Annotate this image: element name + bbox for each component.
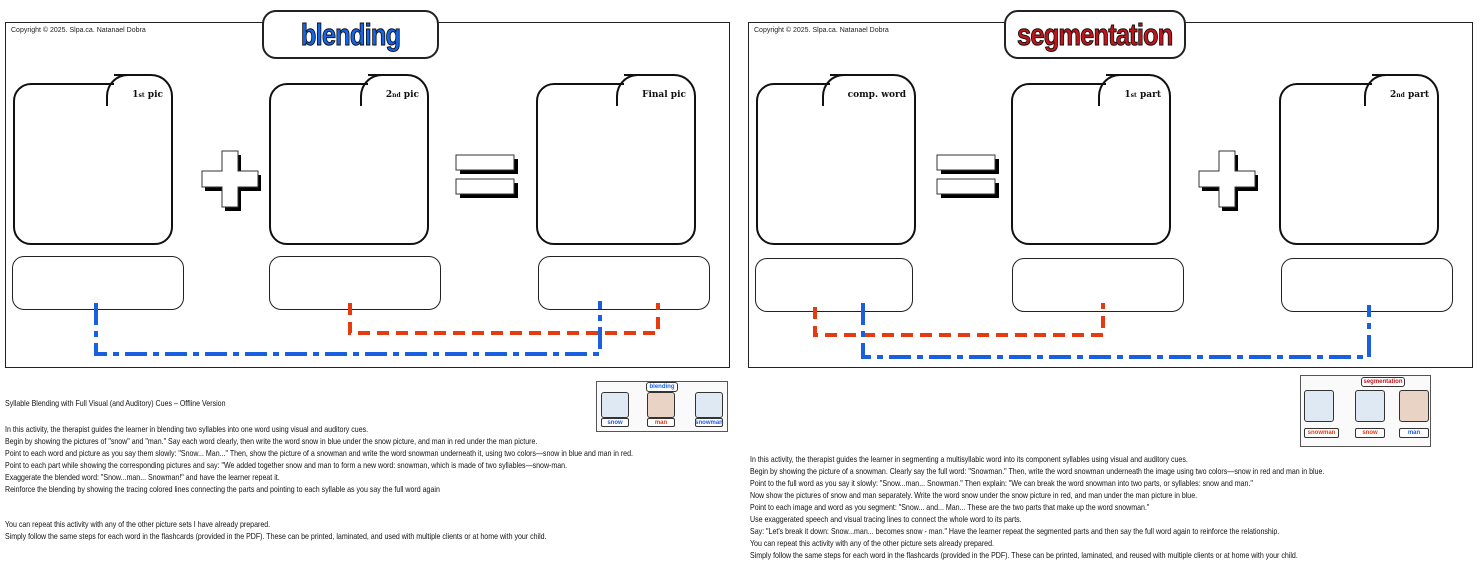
thumbnail-pic [1399,390,1429,422]
copyright-text: Copyright © 2025. Slpa.ca. Natanael Dobr… [754,27,889,34]
word-box-2[interactable] [269,256,441,310]
tracing-lines [94,301,660,356]
equals-icon [936,154,999,198]
blending-heading: Syllable Blending with Full Visual (and … [5,399,226,408]
thumbnail-pic [695,392,723,418]
red-tracing-line [813,303,1105,337]
thumbnail-label: snowman [695,418,723,427]
word-box-1[interactable] [12,256,184,310]
blue-tracing-line [861,303,1371,359]
plus-icon [1198,150,1258,211]
blending-worksheet: Copyright © 2025. Slpa.ca. Natanael Dobr… [5,22,730,368]
segmentation-title-box: segmentation [1004,10,1186,59]
thumbnail-label: snow [601,418,629,427]
picture-label-final: Final pic [616,74,696,114]
copyright-text: Copyright © 2025. Slpa.ca. Natanael Dobr… [11,27,146,34]
thumbnail-title: segmentation [1361,377,1405,387]
thumbnail-pic [601,392,629,418]
thumbnail-label: snow [1355,428,1385,438]
segmentation-thumbnail: segmentation snowman snow man [1300,375,1431,447]
page-title: segmentation [1017,16,1174,52]
page-title: blending [300,16,401,52]
word-box-part-1[interactable] [1012,258,1184,312]
equals-icon [455,154,518,198]
thumbnail-pic [1355,390,1385,422]
thumbnail-pic [647,392,675,418]
picture-label-compound: comp. word [821,74,916,114]
thumbnail-label: man [647,418,675,427]
plus-icon [201,150,261,211]
picture-frame-final: Final pic [536,74,696,245]
blending-title-box: blending [262,10,439,59]
blending-thumbnail: blending snow man snowman [596,381,728,432]
blue-tracing-line [94,301,602,356]
thumbnail-label: snowman [1304,428,1339,438]
thumbnail-pic [1304,390,1334,422]
picture-frame-compound: comp. word [756,74,916,245]
word-box-part-2[interactable] [1281,258,1453,312]
word-box-compound[interactable] [755,258,913,312]
tracing-lines [813,303,1371,359]
thumbnail-label: man [1399,428,1429,438]
thumbnail-title: blending [646,382,678,392]
segmentation-worksheet: Copyright © 2025. Slpa.ca. Natanael Dobr… [748,22,1473,368]
word-box-final[interactable] [538,256,710,310]
red-tracing-line [348,303,660,335]
